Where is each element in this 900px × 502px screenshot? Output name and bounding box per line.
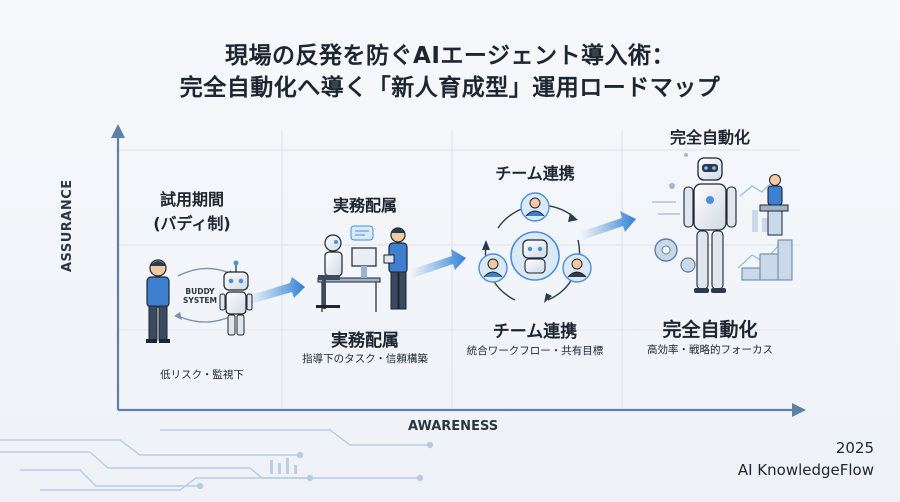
stage3-person-right [562, 253, 592, 283]
stage1-robot [219, 260, 253, 336]
stage3-person-top [520, 192, 550, 222]
stage4-label: 完全自動化 [662, 319, 758, 341]
stage4-caption: 高効率・戦略的フォーカス [647, 344, 773, 356]
stage2-caption: 指導下のタスク・信頼構築 [302, 353, 428, 365]
stage4-humanoid-robot [683, 157, 737, 293]
footer-year: 2025 [835, 439, 874, 457]
stage1-caption: 低リスク・監視下 [160, 369, 244, 381]
page-title-line1: 現場の反発を防ぐAIエージェント導入術： [225, 43, 675, 69]
gear-icon [654, 238, 696, 273]
axes [111, 124, 806, 417]
stage4-steps [741, 239, 793, 281]
page-title-line2: 完全自動化へ導く「新人育成型」運用ロードマップ [179, 75, 721, 101]
stage2-heading: 実務配属 [332, 196, 397, 215]
circuit-decoration [0, 429, 434, 491]
stage2-label: 実務配属 [331, 331, 399, 351]
background-grid [118, 130, 800, 408]
footer-brand: AI KnowledgeFlow [737, 461, 874, 479]
stage4-podium-person [759, 174, 789, 236]
progress-arrow-2 [410, 249, 466, 278]
stage3-center-robot [510, 231, 560, 281]
circuit-bars [270, 458, 297, 474]
stage1-human-figure [146, 259, 170, 343]
stage3-person-left [478, 253, 508, 283]
stage3-caption: 統合ワークフロー・共有目標 [466, 345, 604, 357]
stage4-heading: 完全自動化 [669, 128, 750, 147]
progress-arrow-3 [580, 211, 636, 240]
progress-arrow-1 [248, 277, 305, 304]
stage1-heading: 試用期間 (バディ制) [153, 190, 231, 233]
x-axis-label: AWARENESS [408, 419, 499, 434]
y-axis-label: ASSURANCE [60, 179, 75, 272]
stage1-badge: BUDDY SYSTEM [183, 287, 217, 305]
stage3-heading: チーム連携 [495, 164, 575, 183]
stage3-label: チーム連携 [492, 322, 578, 342]
stage2-desk-scene [316, 225, 408, 312]
